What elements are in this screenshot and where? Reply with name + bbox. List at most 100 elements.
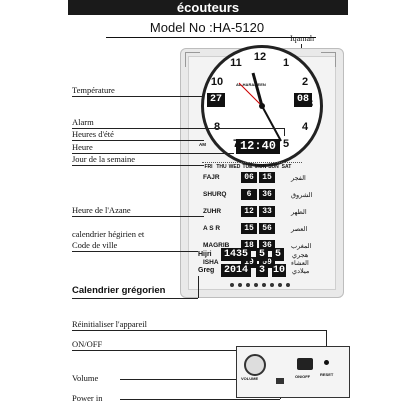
label-onoff: ON/OFF (72, 339, 103, 349)
model-underline (106, 37, 316, 38)
greg-month: 3 (256, 264, 268, 277)
prayer-arabic: المغرب (291, 243, 312, 250)
leader-summer-time (72, 140, 204, 141)
device-button[interactable] (254, 283, 258, 287)
prayer-arabic: العصر (291, 226, 308, 233)
clock-number: 8 (213, 121, 221, 133)
device-button[interactable] (246, 283, 250, 287)
hijri-year: 1435 (221, 248, 251, 261)
label-power-in: Power in (72, 393, 103, 403)
volume-knob[interactable] (244, 354, 266, 376)
leader-azan-time (72, 216, 204, 217)
prayer-hour: 6 (241, 189, 257, 200)
prayer-table: FAJR 06 15 الفجر SHURQ 6 36 الشروق ZUHR … (203, 172, 333, 272)
reset-panel-label: RESET (320, 372, 334, 377)
power-jack[interactable] (276, 378, 284, 384)
leader-power-in (120, 399, 280, 400)
prayer-hour: 15 (241, 223, 257, 234)
leader-gregorian-calendar (72, 298, 198, 299)
ornament-corner (321, 52, 336, 67)
prayer-minute: 15 (259, 172, 275, 183)
device-button[interactable] (270, 283, 274, 287)
prayer-hour: 06 (241, 172, 257, 183)
leader-gregorian-rise (198, 276, 199, 298)
volume-panel-label: VOLUME (241, 376, 259, 381)
hijri-arabic: هجري (292, 252, 309, 259)
label-weekday: Jour de la semaine (72, 154, 136, 164)
label-alarm: Alarm (72, 117, 94, 127)
leader-reset (72, 330, 326, 331)
device-button[interactable] (262, 283, 266, 287)
clock-hands (238, 72, 282, 142)
greg-day: 10 (272, 264, 286, 277)
iqamah-display: 08 (294, 93, 312, 107)
clock-number: 12 (253, 51, 267, 63)
prayer-name-asr: A S R (203, 225, 221, 232)
prayer-name-shurq: SHURQ (203, 191, 227, 198)
label-volume: Volume (72, 373, 99, 383)
onoff-switch[interactable] (297, 358, 313, 370)
label-reset: Réinitialiser l'appareil (72, 319, 147, 329)
prayer-minute: 36 (259, 240, 275, 251)
prayer-minute: 36 (259, 189, 275, 200)
second-hand (238, 82, 263, 107)
prayer-hour: 19 (241, 257, 257, 268)
label-iqamah: Iqamah (290, 34, 314, 43)
clock-center (259, 103, 265, 109)
device-button[interactable] (286, 283, 290, 287)
hijri-label: Hijri (198, 251, 212, 258)
day-label: SAT (281, 164, 292, 170)
leader-reset-drop (326, 330, 327, 350)
clock-number: 2 (301, 76, 309, 88)
onoff-panel-label: ON/OFF (295, 374, 311, 379)
reset-button[interactable] (324, 360, 329, 365)
greg-label: Greg (198, 267, 215, 274)
prayer-name-fajr: FAJR (203, 174, 220, 181)
prayer-name-zuhr: ZUHR (203, 208, 222, 215)
clock-brand: AL-HARAMEEN (236, 82, 266, 87)
hijri-day: 5 (272, 248, 284, 261)
prayer-minute: 33 (259, 206, 275, 217)
device-button[interactable] (238, 283, 242, 287)
device-button[interactable] (278, 283, 282, 287)
label-gregorian-calendar: Calendrier grégorien (72, 285, 166, 296)
leader-temperature (72, 96, 204, 97)
leader-volume (120, 379, 250, 380)
ornament-corner (185, 52, 200, 67)
greg-arabic: ميلادي (292, 268, 310, 275)
label-summer-time: Heures d'été (72, 129, 114, 139)
prayer-arabic: الفجر (291, 175, 306, 182)
hijri-month: 5 (256, 248, 268, 261)
clock-number: 10 (210, 76, 224, 88)
prayer-arabic: الشروق (291, 192, 313, 199)
clock-number: 4 (301, 121, 309, 133)
device-button[interactable] (230, 283, 234, 287)
prayer-name-magrib: MAGRIB (203, 242, 230, 249)
clock-number: 5 (282, 138, 290, 150)
leader-hijri-calendar (72, 251, 198, 252)
prayer-hour: 18 (241, 240, 257, 251)
leader-weekday (72, 165, 204, 166)
prayer-arabic: العشاء (291, 260, 309, 267)
day-label: SUN (268, 164, 279, 170)
minute-hand (261, 105, 282, 142)
label-temperature: Température (72, 85, 115, 95)
prayer-minute: 59 (259, 257, 275, 268)
leader-alarm (72, 128, 284, 129)
hour-hand (251, 72, 264, 107)
weekday-arabic-row (202, 162, 302, 167)
label-azan-time: Heure de l'Azane (72, 205, 131, 215)
prayer-arabic: الظهر (291, 209, 307, 216)
day-label: THU (216, 164, 227, 170)
day-label: FRI (204, 164, 213, 170)
header-banner: écouteurs (68, 0, 348, 15)
day-label: MON (254, 164, 267, 170)
clock-number: 1 (282, 57, 290, 69)
leader-alarm-drop (284, 128, 285, 136)
label-time: Heure (72, 142, 93, 152)
am-indicator: AM (199, 142, 206, 147)
clock-number: 11 (230, 57, 242, 69)
prayer-hour: 12 (241, 206, 257, 217)
day-label: TUE (242, 164, 253, 170)
